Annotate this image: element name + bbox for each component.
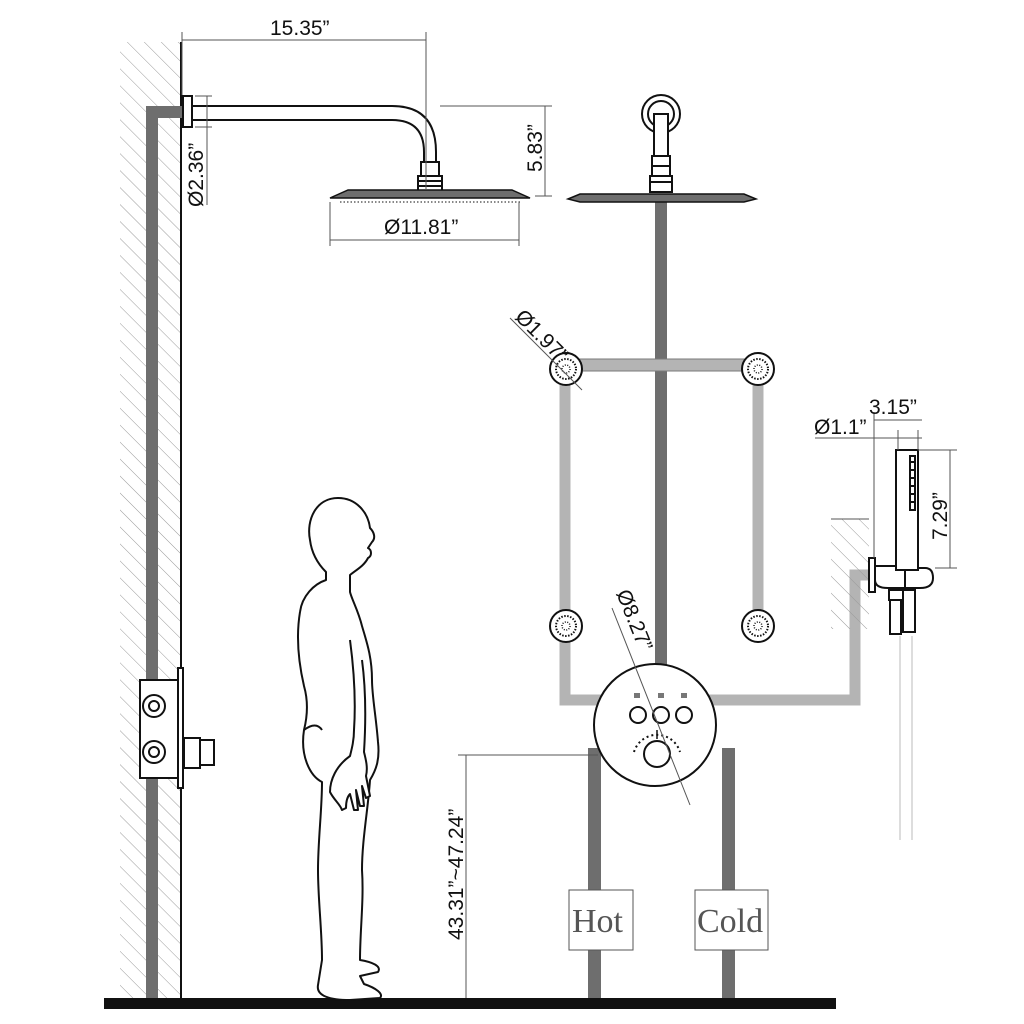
- handheld-length-label: 7.29”: [929, 492, 952, 540]
- body-jet-pipes-outline: [559, 358, 764, 372]
- in-wall-valve: [139, 667, 215, 789]
- cold-label-box: Cold: [694, 889, 769, 951]
- dim-arm-length: [181, 32, 427, 190]
- valve-plate: [593, 663, 717, 787]
- human-figure: [296, 497, 382, 1001]
- body-jet-bottom-left: [549, 609, 583, 643]
- dim-valve-diagonal: [611, 607, 691, 806]
- dim-jet-diagonal: [509, 317, 583, 391]
- center-supply-pipe: [655, 200, 667, 670]
- flange-label: Ø2.36”: [185, 143, 208, 207]
- cold-label: Cold: [697, 903, 763, 940]
- hot-label: Hot: [572, 903, 624, 940]
- shower-head-front: [565, 193, 759, 203]
- body-jet-label: Ø1.97”: [510, 305, 572, 367]
- body-jet-top-left: [549, 352, 583, 386]
- dim-valve-height: [458, 754, 598, 998]
- handheld-diameter-label: Ø1.1”: [814, 416, 867, 439]
- head-drop-label: 5.83”: [524, 124, 547, 172]
- head-diameter-label: Ø11.81”: [384, 216, 458, 239]
- shower-arm-front: [641, 94, 681, 193]
- shower-head-side: [329, 189, 531, 203]
- valve-plate-label: Ø8.27”: [611, 586, 656, 654]
- dim-handheld-length: [918, 449, 957, 569]
- valve-height-label: 43.31”~47.24”: [445, 809, 468, 940]
- hot-label-box: Hot: [568, 889, 634, 951]
- dim-handheld-top: [815, 412, 922, 558]
- dim-flange: [195, 95, 212, 205]
- arm-length-label: 15.35”: [270, 17, 330, 40]
- dim-head-diameter: [329, 202, 520, 246]
- floor: [104, 998, 836, 1009]
- dim-head-drop: [440, 105, 552, 197]
- handheld-hose: [899, 636, 913, 840]
- handheld-wall-stub: [831, 518, 869, 629]
- handheld-shower: [868, 449, 935, 635]
- body-jet-top-right: [741, 352, 775, 386]
- handheld-offset-label: 3.15”: [869, 396, 917, 419]
- body-jet-bottom-right: [741, 609, 775, 643]
- shower-arm-side: [182, 95, 443, 193]
